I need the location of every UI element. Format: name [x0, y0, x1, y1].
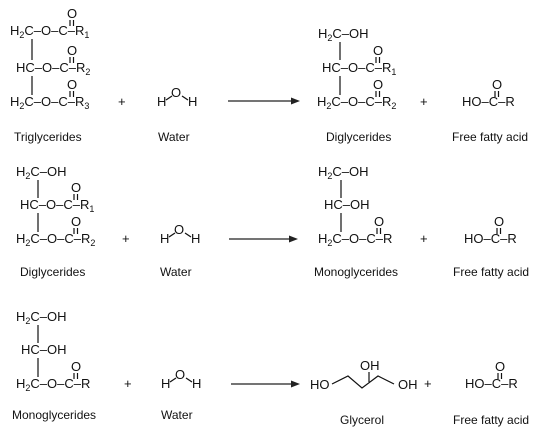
fatty-acid-structure: HO–C–R O: [465, 359, 518, 391]
water-h-right: H: [191, 231, 200, 246]
reactant-line-1: H2C–O–C–R1: [10, 23, 89, 40]
carbonyl-group: O: [71, 180, 81, 200]
diglycerides-structure: H2C–OH HC–O–C–R1 H2C–O–C–R2 O O: [317, 26, 396, 111]
reactant-label: Monoglycerides: [12, 408, 96, 422]
plus-sign: +: [420, 231, 428, 246]
reactant-line-3: H2C–O–C–R3: [10, 94, 89, 111]
carbonyl-oxygen: O: [71, 214, 81, 229]
carbonyl-group: O: [373, 43, 383, 63]
reactant-line-2: HC–O–C–R1: [20, 197, 94, 214]
reaction-arrow: [228, 97, 300, 105]
product-line-3: H2C–O–C–R2: [317, 94, 396, 111]
carbonyl-group: O: [373, 77, 383, 97]
monoglycerides-structure: H2C–OH HC–OH H2C–O–C–R O: [318, 164, 392, 248]
water-o: O: [171, 85, 181, 100]
carbonyl-oxygen: O: [373, 43, 383, 58]
reactant-label: Triglycerides: [14, 130, 82, 144]
reaction-1: H2C–O–C–R1 HC–O–C–R2 H2C–O–C–R3 O O O Tr…: [10, 6, 528, 144]
carbonyl-oxygen: O: [373, 77, 383, 92]
carbonyl-group: O: [71, 359, 81, 379]
product-line-2: HC–O–C–R1: [322, 60, 396, 77]
carbonyl-group: O: [71, 214, 81, 234]
carbonyl-oxygen: O: [67, 77, 77, 92]
reactant-line-2: HC–OH: [21, 342, 67, 357]
water-h-left: H: [157, 94, 166, 109]
product-label: Diglycerides: [326, 130, 391, 144]
water-o: O: [174, 222, 184, 237]
glycerol-oh-right: OH: [398, 377, 418, 392]
reaction-arrow: [231, 380, 300, 388]
carbonyl-oxygen: O: [492, 77, 502, 92]
carbonyl-oxygen: O: [67, 43, 77, 58]
plus-sign: +: [118, 94, 126, 109]
glycerol-structure: HO OH OH: [310, 358, 418, 392]
water-h-right: H: [192, 376, 201, 391]
product-label: Glycerol: [340, 413, 384, 427]
glycerol-oh-top: OH: [360, 358, 380, 373]
fatty-acid-structure: HO–C–R O: [462, 77, 515, 109]
fatty-acid-label: Free fatty acid: [453, 265, 529, 279]
carbonyl-oxygen: O: [71, 180, 81, 195]
plus-sign: +: [124, 376, 132, 391]
plus-sign: +: [424, 376, 432, 391]
reactant-line-1: H2C–OH: [16, 309, 67, 326]
product-label: Monoglycerides: [314, 265, 398, 279]
fatty-acid-structure: HO–C–R O: [464, 214, 517, 246]
plus-sign: +: [420, 94, 428, 109]
product-line-3: H2C–O–C–R: [318, 231, 392, 248]
carbonyl-oxygen: O: [71, 359, 81, 374]
fatty-acid-formula: HO–C–R: [465, 376, 518, 391]
reactant-line-3: H2C–O–C–R: [16, 376, 90, 393]
water-o: O: [175, 367, 185, 382]
fatty-acid-formula: HO–C–R: [464, 231, 517, 246]
reactant-line-1: H2C–OH: [16, 164, 67, 181]
water-h-right: H: [188, 94, 197, 109]
triglycerides-structure: H2C–O–C–R1 HC–O–C–R2 H2C–O–C–R3 O O O: [10, 6, 90, 111]
carbonyl-oxygen: O: [495, 359, 505, 374]
product-line-1: H2C–OH: [318, 164, 369, 181]
carbonyl-group: O: [67, 77, 77, 97]
reaction-2: H2C–OH HC–O–C–R1 H2C–O–C–R2 O O Diglycer…: [16, 164, 529, 279]
carbonyl-oxygen: O: [67, 6, 77, 21]
reactant-line-3: H2C–O–C–R2: [16, 231, 95, 248]
fatty-acid-label: Free fatty acid: [452, 130, 528, 144]
carbonyl-oxygen: O: [494, 214, 504, 229]
monoglycerides-structure: H2C–OH HC–OH H2C–O–C–R O: [16, 309, 90, 393]
water-h-left: H: [161, 376, 170, 391]
product-line-2: HC–OH: [324, 197, 370, 212]
glycerol-ho-left: HO: [310, 377, 330, 392]
carbonyl-group: O: [67, 6, 77, 26]
water-molecule: H O H: [157, 85, 197, 109]
water-label: Water: [160, 265, 192, 279]
fatty-acid-label: Free fatty acid: [453, 413, 529, 427]
water-label: Water: [158, 130, 190, 144]
reactant-label: Diglycerides: [20, 265, 85, 279]
water-molecule: H O H: [160, 222, 200, 246]
glycerol-skeleton: [331, 375, 395, 389]
carbonyl-group: O: [374, 214, 384, 234]
water-label: Water: [161, 408, 193, 422]
water-molecule: H O H: [161, 367, 201, 391]
plus-sign: +: [122, 231, 130, 246]
product-line-1: H2C–OH: [318, 26, 369, 43]
water-h-left: H: [160, 231, 169, 246]
reaction-arrow: [229, 235, 298, 243]
reaction-3: H2C–OH HC–OH H2C–O–C–R O Monoglycerides …: [12, 309, 529, 427]
carbonyl-oxygen: O: [374, 214, 384, 229]
carbonyl-group: O: [67, 43, 77, 63]
fatty-acid-formula: HO–C–R: [462, 94, 515, 109]
diglycerides-structure: H2C–OH HC–O–C–R1 H2C–O–C–R2 O O: [16, 164, 95, 248]
reactant-line-2: HC–O–C–R2: [16, 60, 90, 77]
